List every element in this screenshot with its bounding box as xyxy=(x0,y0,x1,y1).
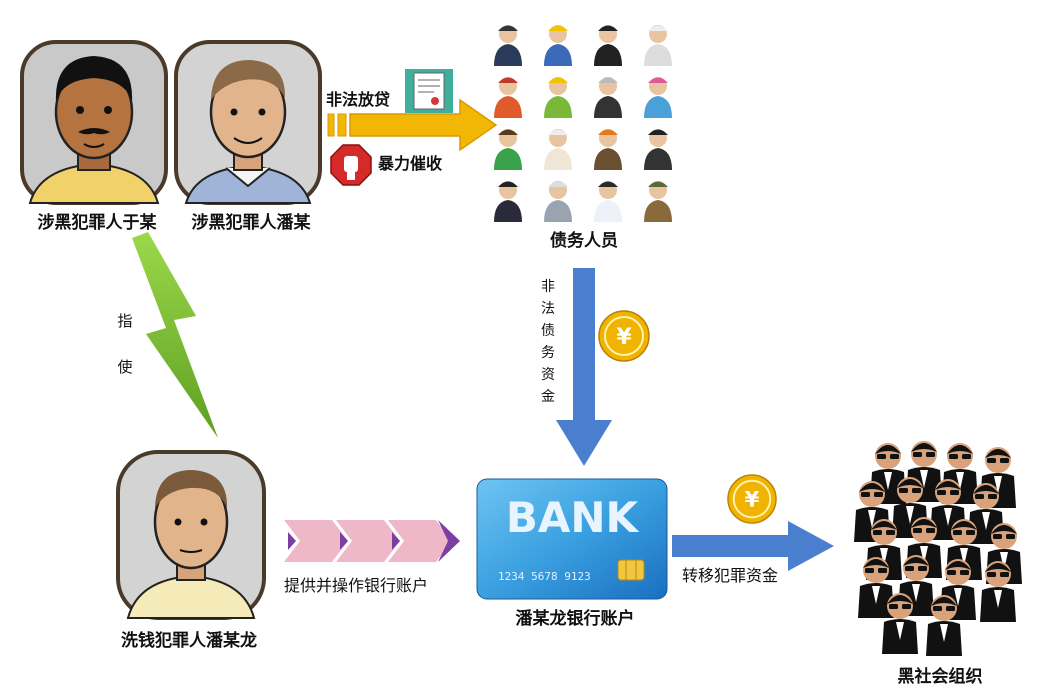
debtor-figure xyxy=(544,25,572,66)
loan-arrow xyxy=(327,98,498,152)
label-bank-account: 潘某龙银行账户 xyxy=(515,609,635,629)
label-yu: 涉黑犯罪人于某 xyxy=(37,213,157,233)
gang-member xyxy=(898,555,934,616)
debtor-figure xyxy=(644,129,672,170)
coin-icon-transfer: ¥ xyxy=(727,474,777,524)
debtor-figure xyxy=(594,129,622,170)
label-pan: 涉黑犯罪人潘某 xyxy=(191,213,311,233)
document-icon xyxy=(405,69,453,113)
label-panlong: 洗钱犯罪人潘某龙 xyxy=(121,631,257,651)
gang-member xyxy=(926,595,962,656)
label-illegal-debt-funds: 非法债务资金 xyxy=(541,279,555,405)
debtor-figure xyxy=(544,77,572,118)
label-violent-collection: 暴力催收 xyxy=(378,154,443,173)
debtor-figure xyxy=(544,181,572,222)
coin-icon-debt: ¥ xyxy=(598,310,650,362)
provide-account-chevrons xyxy=(284,520,460,562)
debtor-figure xyxy=(594,181,622,222)
gang-member xyxy=(930,479,966,540)
debtor-figure xyxy=(494,129,522,170)
debtor-figure xyxy=(494,77,522,118)
instigate-bolt xyxy=(132,232,218,438)
portrait-yu xyxy=(20,40,168,205)
label-instigate: 指使 xyxy=(117,312,133,376)
fist-icon xyxy=(330,144,372,186)
debtor-figure xyxy=(594,25,622,66)
debtor-grid xyxy=(494,25,672,222)
label-transfer-funds: 转移犯罪资金 xyxy=(682,566,779,585)
transfer-funds-arrow xyxy=(672,521,834,571)
debtor-figure xyxy=(644,25,672,66)
debtor-figure xyxy=(494,25,522,66)
label-debtors: 债务人员 xyxy=(550,231,618,251)
debtor-figure xyxy=(544,129,572,170)
coin-symbol: ¥ xyxy=(616,325,632,350)
debtor-figure xyxy=(644,181,672,222)
debtor-figure xyxy=(494,181,522,222)
bank-card-brand: BANK xyxy=(506,493,640,542)
bank-card: BANK 1234 5678 9123 xyxy=(476,478,668,600)
bank-card-number: 1234 5678 9123 xyxy=(498,570,591,583)
gang-member xyxy=(882,593,918,654)
debtor-figure xyxy=(594,77,622,118)
debtor-figure xyxy=(644,77,672,118)
debt-funds-arrow xyxy=(556,268,612,466)
label-illegal-loan: 非法放贷 xyxy=(326,90,391,109)
coin-symbol: ¥ xyxy=(745,487,760,512)
gang-member xyxy=(858,557,894,618)
label-provide-account: 提供并操作银行账户 xyxy=(284,576,429,595)
portrait-pan xyxy=(174,40,322,205)
portrait-panlong xyxy=(116,450,266,620)
gang-member xyxy=(980,561,1016,622)
label-gang: 黑社会组织 xyxy=(897,667,983,687)
gang-group xyxy=(854,441,1022,656)
